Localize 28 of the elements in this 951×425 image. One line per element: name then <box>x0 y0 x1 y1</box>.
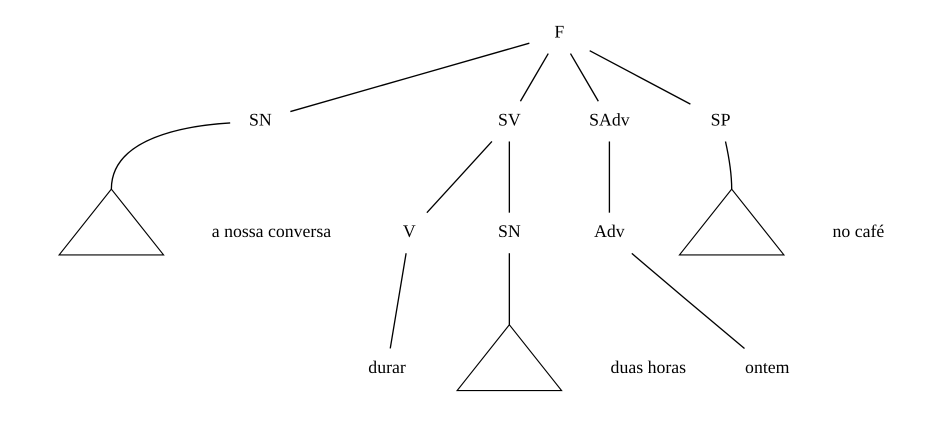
node-text: Adv <box>594 220 624 241</box>
node-text: SN <box>248 109 272 130</box>
connector <box>608 140 610 212</box>
connector <box>724 140 732 189</box>
node-label: duas horas <box>610 356 686 376</box>
connector <box>290 42 530 112</box>
connector <box>588 50 690 104</box>
node-text: SV <box>497 109 520 130</box>
connector <box>508 140 510 212</box>
connector <box>389 252 406 348</box>
node-triangle <box>57 188 164 256</box>
node-text: durar <box>368 356 406 376</box>
node-text: SAdv <box>588 109 630 130</box>
node-label: a nossa conversa <box>211 220 331 241</box>
connector <box>630 252 744 348</box>
node-text: V <box>402 220 416 241</box>
node-triangle <box>678 188 785 256</box>
node-text: F <box>554 21 564 42</box>
node-text: ontem <box>744 356 789 376</box>
connector <box>508 252 510 324</box>
connector <box>519 52 548 102</box>
node-text: SN <box>497 220 520 241</box>
connector <box>569 52 598 102</box>
node-text: SP <box>710 109 730 130</box>
node-triangle <box>455 323 562 391</box>
connector <box>110 122 230 189</box>
node-label: no café <box>832 220 884 241</box>
connector <box>426 140 492 213</box>
